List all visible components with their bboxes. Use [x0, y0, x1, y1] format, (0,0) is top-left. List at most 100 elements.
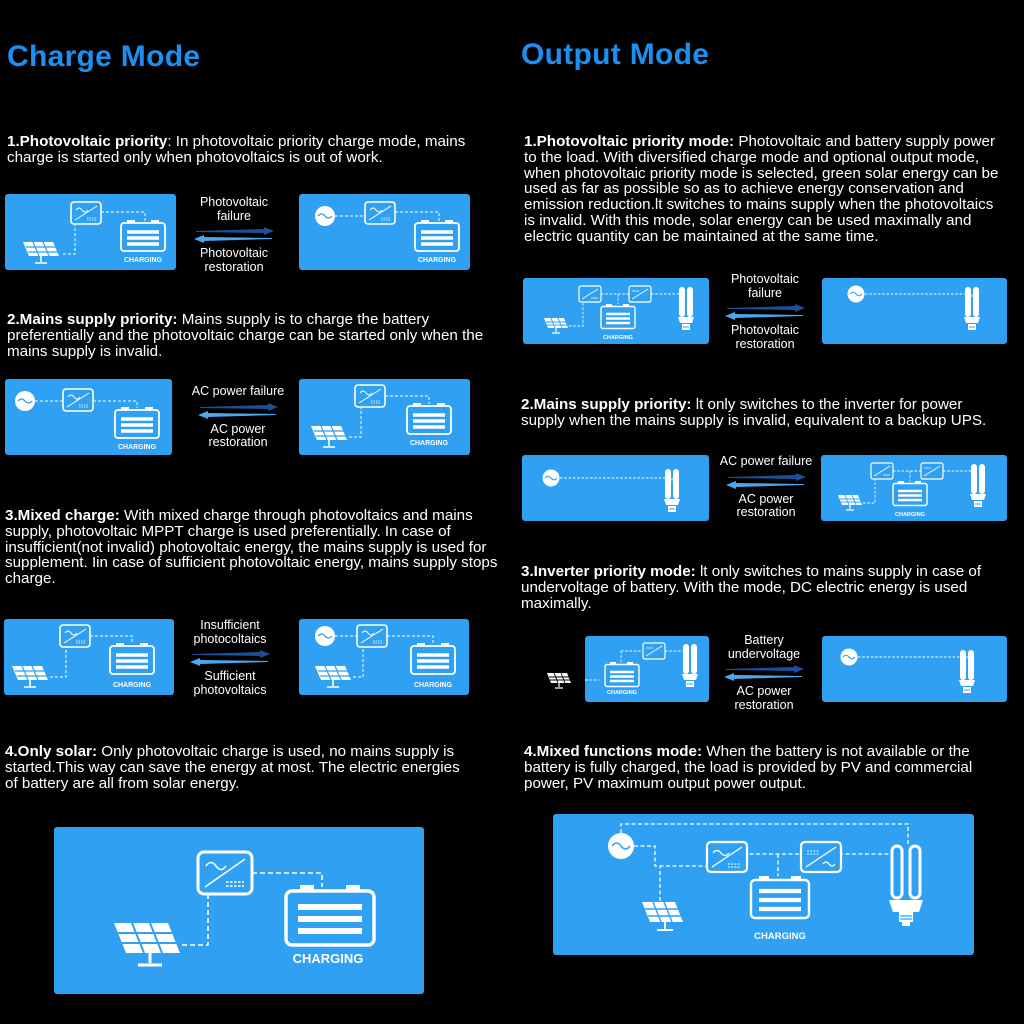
inverter-icon [354, 384, 386, 408]
solar-panel-icon [315, 665, 351, 688]
output-item-2-text: lt only switches to the inverter for pow… [521, 396, 987, 429]
light-bulb-icon [970, 464, 986, 507]
double-arrow-icon [725, 304, 805, 320]
battery-icon [284, 885, 376, 947]
light-bulb-icon [959, 650, 975, 693]
charge-item-3-text: With mixed charge through photovoltaics … [5, 507, 498, 588]
double-arrow-icon [726, 472, 806, 489]
dc-converter-icon [799, 840, 843, 874]
battery-icon [749, 876, 811, 920]
charging-label: CHARGING [414, 682, 453, 689]
charge-3-left-panel: CHARGING [4, 619, 174, 695]
transition-bottom-label: AC power restoration [734, 684, 794, 712]
charging-label: CHARGING [113, 682, 152, 689]
output-item-1-heading: 1.Photovoltaic priority mode: [524, 133, 735, 150]
output-item-2-heading: 2.Mains supply priority: [521, 396, 692, 413]
transition-bottom-label: Sufficient photovoltaics [193, 669, 267, 697]
output-1-left-panel: CHARGING [523, 278, 709, 344]
transition-top-label: Insufficient photocoltaics [193, 618, 267, 646]
charging-label: CHARGING [603, 335, 633, 341]
battery-icon [892, 481, 928, 507]
inverter-icon [578, 285, 602, 303]
output-item-1-text: Photovoltaic and battery supply power to… [524, 133, 999, 245]
charging-label: CHARGING [607, 690, 637, 696]
ac-mains-icon [847, 285, 865, 303]
solar-panel-icon [547, 673, 571, 689]
charge-3-right-panel: CHARGING [299, 619, 469, 695]
charge-item-2-text: Mains supply is to charge the battery pr… [7, 311, 484, 360]
charge-mode-title: Charge Mode [7, 40, 201, 73]
output-1-right-panel [822, 278, 1007, 344]
ac-mains-icon [840, 648, 858, 666]
inverter-icon [870, 462, 894, 480]
transition-bottom-label: AC power restoration [208, 421, 268, 449]
dc-converter-icon [628, 285, 652, 303]
charge-item-1-description: 1.Photovoltaic priority: In photovoltaic… [7, 133, 466, 166]
charge-item-3-heading: 3.Mixed charge: [5, 507, 120, 524]
transition-top-label: AC power failure [719, 454, 813, 468]
output-4-panel: CHARGING [553, 814, 974, 955]
ac-mains-icon [608, 833, 634, 859]
solar-panel-icon [114, 922, 180, 967]
inverter-icon [356, 624, 388, 648]
output-item-3-description: 3.Inverter priority mode: lt only switch… [521, 564, 991, 611]
battery-icon [600, 304, 636, 330]
solar-panel-icon [544, 317, 568, 334]
double-arrow-icon [194, 227, 274, 243]
output-2-left-panel [522, 455, 709, 521]
transition-bottom-label: AC power restoration [736, 491, 796, 519]
inverter-icon [62, 388, 94, 412]
output-item-1-description: 1.Photovoltaic priority mode: Photovolta… [524, 134, 1004, 245]
output-3-right-panel [822, 636, 1007, 702]
charge-3-transition: Insufficient photocoltaics Sufficient ph… [182, 618, 278, 697]
charging-label: CHARGING [895, 512, 925, 518]
charge-1-transition: Photovoltaic failure Photovoltaic restor… [186, 195, 282, 274]
transition-top-label: AC power failure [191, 384, 285, 398]
output-3-left-panel: CHARGING [585, 636, 709, 702]
battery-icon [406, 403, 452, 435]
double-arrow-icon [724, 665, 804, 681]
transition-bottom-label: Photovoltaic restoration [199, 246, 269, 274]
battery-icon [410, 643, 456, 675]
light-bulb-icon [889, 844, 923, 926]
charging-label: CHARGING [293, 951, 364, 966]
battery-icon [114, 407, 160, 439]
solar-panel-icon [838, 494, 862, 511]
charge-item-3-description: 3.Mixed charge: With mixed charge throug… [5, 508, 500, 587]
battery-icon [604, 662, 640, 688]
output-mode-title: Output Mode [521, 38, 710, 71]
charge-item-1-text: In photovoltaic priority charge mode, ma… [7, 133, 466, 166]
solar-panel-icon [642, 901, 683, 931]
light-bulb-icon [682, 644, 698, 687]
output-item-3-text: lt only switches to mains supply in case… [521, 563, 982, 612]
charging-label: CHARGING [410, 440, 449, 447]
output-item-4-description: 4.Mixed functions mode: When the battery… [524, 744, 994, 791]
charging-label: CHARGING [118, 444, 157, 451]
dc-converter-icon [920, 462, 944, 480]
ac-mains-icon [542, 469, 560, 487]
output-item-3-heading: 3.Inverter priority mode: [521, 563, 696, 580]
inverter-icon [705, 840, 749, 874]
charge-item-4-heading: 4.Only solar: [5, 743, 98, 760]
solar-panel-icon [12, 665, 48, 688]
dc-converter-icon [642, 642, 666, 660]
output-item-4-heading: 4.Mixed functions mode: [524, 743, 703, 760]
battery-icon [120, 220, 166, 252]
ac-mains-icon [315, 626, 335, 646]
ac-mains-icon [315, 206, 335, 226]
charging-label: CHARGING [754, 931, 806, 942]
battery-icon [414, 220, 460, 252]
inverter-icon [59, 624, 91, 648]
output-2-transition: AC power failure AC power restoration [718, 454, 814, 520]
output-1-transition: Photovoltaic failure Photovoltaic restor… [717, 272, 813, 351]
output-item-4-text: When the battery is not available or the… [524, 743, 973, 792]
charge-1-right-panel: CHARGING [299, 194, 470, 270]
charge-item-4-description: 4.Only solar: Only photovoltaic charge i… [5, 744, 475, 791]
light-bulb-icon [678, 287, 694, 330]
light-bulb-icon [664, 469, 680, 512]
double-arrow-icon [190, 650, 270, 666]
inverter-icon [196, 850, 254, 896]
charge-1-left-panel: CHARGING [5, 194, 176, 270]
charge-item-2-description: 2.Mains supply priority: Mains supply is… [7, 312, 497, 359]
charge-item-4-text: Only photovoltaic charge is used, no mai… [5, 743, 460, 792]
